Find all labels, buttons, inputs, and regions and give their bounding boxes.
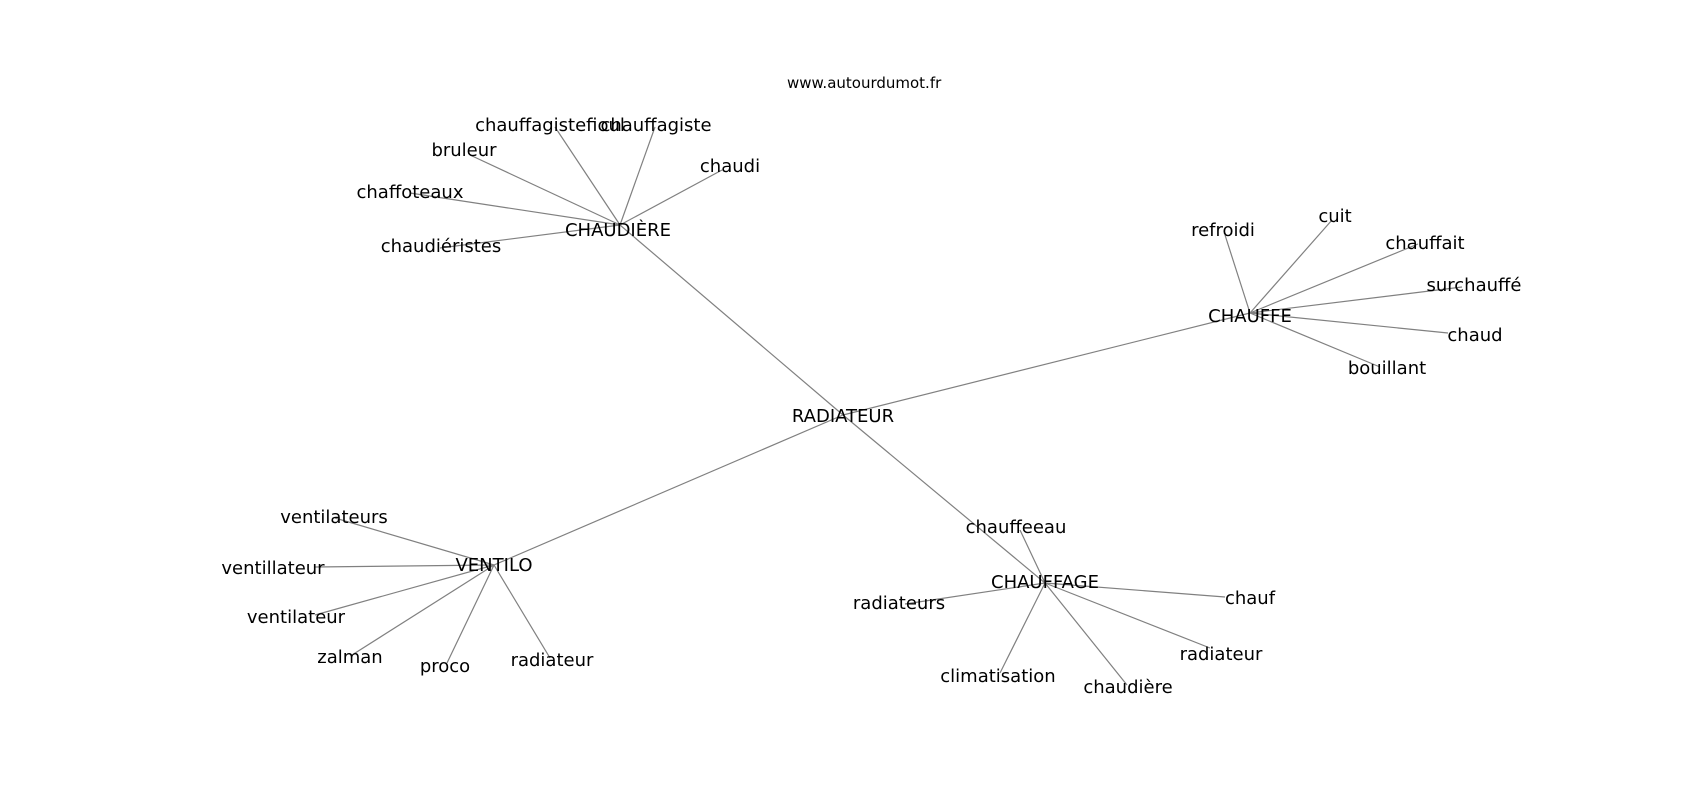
labels: RADIATEURCHAUDIÈREchauffagistefioulchauf…	[221, 115, 1521, 698]
edge-chauffe-chauffait	[1249, 243, 1419, 314]
edge-chauffe-surchauffe	[1249, 286, 1463, 314]
edge-chaudiere-chaudieristes	[439, 224, 621, 249]
edge-chaudiere-chaudi	[619, 169, 723, 226]
node-hub-ventilo: VENTILO	[455, 555, 532, 576]
node-leaf-zalman: zalman	[317, 647, 382, 668]
edge-ventilo-radiateur	[493, 564, 551, 659]
node-leaf-chauffagiste: chauffagiste	[600, 115, 711, 136]
node-leaf-climatisation: climatisation	[940, 666, 1055, 687]
node-leaf-surchauffe: surchauffé	[1426, 275, 1521, 296]
node-leaf-radiateur: radiateur	[511, 650, 594, 671]
edge-chauffage-chauffeeau	[1019, 529, 1046, 584]
node-leaf-radiateurs: radiateurs	[853, 593, 945, 614]
edges	[314, 126, 1463, 686]
node-leaf-cuit: cuit	[1318, 206, 1351, 227]
node-leaf-ventillateur: ventillateur	[221, 558, 325, 579]
node-leaf-bruleur: bruleur	[431, 140, 497, 161]
node-leaf-chaud: chaud	[1447, 325, 1502, 346]
node-leaf-chauffeeau: chauffeeau	[966, 517, 1067, 538]
edge-ventilo-ventillateur	[314, 564, 495, 568]
node-leaf-chaudi: chaudi	[700, 156, 760, 177]
node-leaf-proco: proco	[420, 656, 470, 677]
edge-chauffe-chaud	[1249, 312, 1449, 334]
node-leaf-ventilateurs: ventilateurs	[280, 507, 388, 528]
edge-ventilo-zalman	[351, 564, 495, 656]
edge-ventilo-ventilateurs	[334, 517, 495, 566]
edge-ventilo-ventilateur	[314, 564, 495, 616]
edge-center-chauffage	[842, 414, 1046, 584]
edge-center-chaudiere	[619, 224, 844, 416]
edge-chaudiere-chauffagiste	[619, 126, 656, 226]
edge-chaudiere-chaffoteaux	[409, 192, 621, 226]
node-leaf-chauffait: chauffait	[1385, 233, 1464, 254]
watermark: www.autourdumot.fr	[787, 74, 942, 92]
edge-chauffe-bouillant	[1249, 312, 1381, 368]
edge-chauffage-radiateur	[1044, 582, 1211, 649]
edge-chaudiere-bruleur	[469, 154, 621, 226]
edge-chauffage-chaudiere	[1044, 582, 1128, 686]
node-hub-chauffage: CHAUFFAGE	[991, 572, 1099, 593]
node-leaf-bouillant: bouillant	[1348, 358, 1426, 379]
edge-chauffage-radiateurs	[904, 582, 1046, 605]
node-leaf-ventilateur: ventilateur	[247, 607, 346, 628]
node-leaf-chauf: chauf	[1225, 588, 1276, 609]
node-center: RADIATEUR	[792, 406, 894, 427]
node-hub-chauffe: CHAUFFE	[1208, 306, 1292, 327]
edge-ventilo-proco	[446, 564, 495, 664]
edge-chauffe-cuit	[1249, 219, 1333, 314]
node-leaf-chaudiere: chaudière	[1083, 677, 1172, 698]
node-hub-chaudiere: CHAUDIÈRE	[565, 219, 671, 241]
edge-chauffe-refroidi	[1224, 234, 1251, 314]
node-leaf-refroidi: refroidi	[1191, 220, 1255, 241]
edge-chauffage-chauf	[1044, 582, 1226, 598]
edge-chauffage-climatisation	[999, 582, 1046, 674]
node-leaf-chauffagistefioul: chauffagistefioul	[475, 115, 625, 136]
node-leaf-radiateur: radiateur	[1180, 644, 1263, 665]
edge-chaudiere-chauffagistefioul	[554, 126, 621, 226]
edge-center-ventilo	[493, 414, 844, 566]
edge-center-chauffe	[842, 312, 1251, 416]
node-leaf-chaudieristes: chaudiéristes	[381, 236, 502, 257]
node-leaf-chaffoteaux: chaffoteaux	[357, 182, 464, 203]
